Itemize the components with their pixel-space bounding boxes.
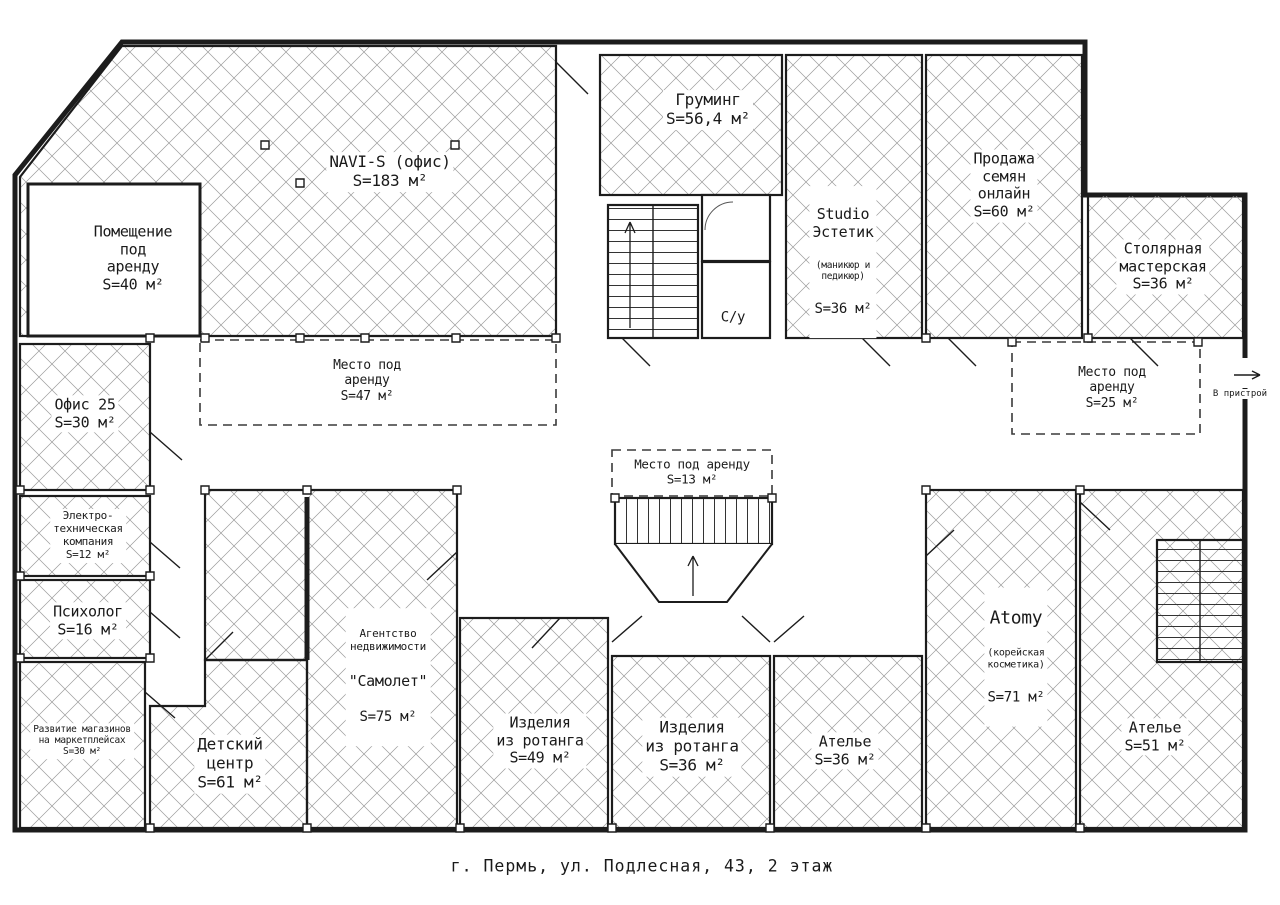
lease-area-25-label: Место под аренду S=25 м² [1075, 364, 1149, 412]
samolet-name: "Самолет" [348, 671, 428, 690]
vestibule [700, 193, 772, 263]
lease-area-47-outline [199, 339, 557, 426]
atomy-subtitle: (корейская косметика) [987, 647, 1045, 671]
studio-estetik-name: Studio Эстетик [812, 204, 874, 241]
samolet-agency-type: Агентство недвижимости [350, 627, 426, 654]
annex-opening [1240, 358, 1250, 388]
structural-columns [15, 140, 1203, 833]
room-label-pomeshchenie-arenda: Помещение под аренду S=40 м² [90, 222, 176, 296]
staircase-top-arrow [624, 221, 636, 328]
door-leaves [144, 61, 1159, 719]
room-label-atelye-51: Ателье S=51 м² [1121, 718, 1189, 756]
staircase-central-arrow [687, 555, 699, 596]
studio-estetik-subtitle: (маникюр и педикюр) [815, 260, 871, 283]
room-label-detskiy-tsentr: Детский центр S=61 м² [194, 734, 266, 794]
room-label-elektro: Электро- техническая компания S=12 м² [50, 509, 126, 563]
room-label-stolyarnaya: Столярная мастерская S=36 м² [1116, 239, 1210, 295]
room-label-gruming: Груминг S=56,4 м² [663, 90, 753, 130]
room-label-samolet: Агентство недвижимости "Самолет" S=75 м² [345, 608, 431, 746]
studio-estetik-area: S=36 м² [814, 301, 872, 318]
room-label-atomy: Atomy (корейская косметика) S=71 м² [984, 587, 1048, 727]
room-label-ofis-25: Офис 25 S=30 м² [51, 395, 119, 433]
room-label-atelye-36: Ателье S=36 м² [811, 732, 879, 770]
room-label-razvitie: Развитие магазинов на маркетплейсах S=30… [30, 723, 134, 759]
room-label-rotang-36: Изделия из ротанга S=36 м² [642, 717, 742, 777]
staircase-central [613, 496, 774, 546]
plan-caption: г. Пермь, ул. Подлесная, 43, 2 этаж [450, 856, 834, 876]
atomy-area: S=71 м² [987, 690, 1045, 707]
room-label-wc: С/у [717, 308, 749, 328]
vestibule-door-arc [704, 201, 734, 231]
lease-area-25-outline [1011, 341, 1201, 435]
lease-area-47-label: Место под аренду S=47 м² [330, 357, 404, 405]
samolet-area: S=75 м² [359, 709, 417, 726]
lease-area-13-outline [611, 449, 773, 497]
room-label-prodazha-semyan: Продажа семян онлайн S=60 м² [970, 149, 1038, 223]
room-label-navi-s: NAVI-S (офис) S=183 м² [326, 152, 454, 192]
atomy-name: Atomy [989, 607, 1043, 629]
annex-label: В пристрой [1212, 389, 1268, 399]
room-area-rotang-36 [610, 654, 772, 830]
lease-area-13-label: Место под аренду S=13 м² [631, 456, 753, 488]
room-label-psikholog: Психолог S=16 м² [50, 602, 126, 640]
annex-arrow-icon [1234, 370, 1261, 380]
room-label-rotang-49: Изделия из ротанга S=49 м² [493, 713, 587, 769]
room-label-studio-estetik: Studio Эстетик (маникюр и педикюр) S=36 … [809, 186, 877, 338]
